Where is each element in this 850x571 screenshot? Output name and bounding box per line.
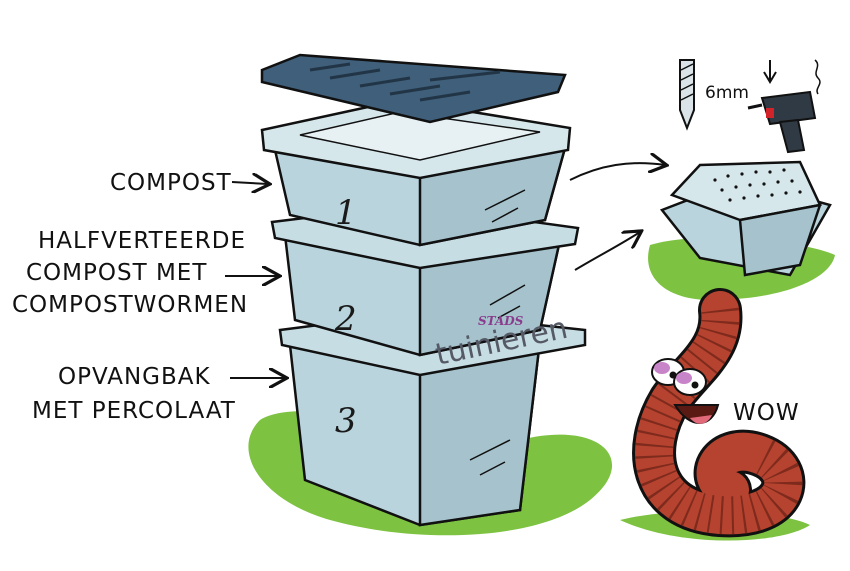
label-half-line2: COMPOST MET xyxy=(26,260,207,286)
perforated-bin xyxy=(659,160,832,277)
bin-number-2: 2 xyxy=(334,299,357,339)
label-half-line3: COMPOSTWORMEN xyxy=(12,292,248,318)
label-half-line1: HALFVERTEERDE xyxy=(38,228,246,254)
brand-stads: STADS xyxy=(478,314,524,328)
bin-lid xyxy=(260,53,567,124)
drill-size-label: 6mm xyxy=(705,83,749,103)
worm-exclamation: WOW xyxy=(733,400,800,426)
power-drill-icon xyxy=(747,59,821,154)
worm-illustration xyxy=(632,288,806,538)
label-compost: COMPOST xyxy=(110,170,232,196)
drill-bit-icon xyxy=(679,59,695,131)
bin-number-1: 1 xyxy=(335,193,357,233)
bin-number-3: 3 xyxy=(335,401,357,441)
label-tray-line2: MET PERCOLAAT xyxy=(32,398,236,424)
label-tray-line1: OPVANGBAK xyxy=(58,364,211,390)
bin-1 xyxy=(260,98,572,247)
